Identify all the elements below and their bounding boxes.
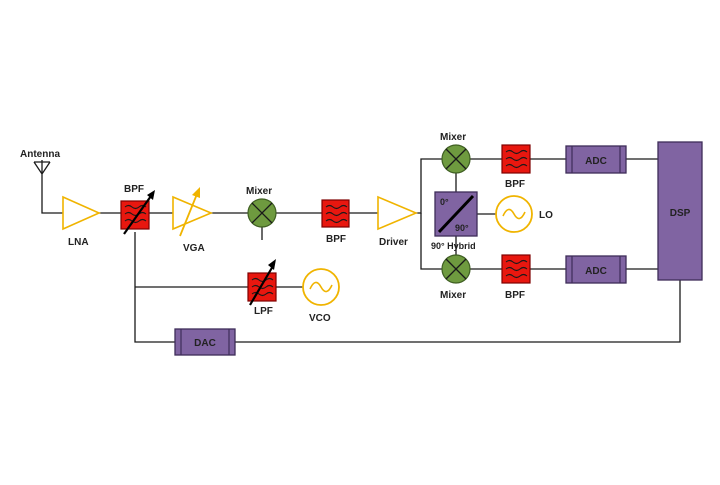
wire-driver-mixer-q [420,213,442,270]
mixer-i-label: Mixer [440,132,466,143]
lna-amplifier-icon [62,195,101,231]
dsp-label: DSP [670,208,691,219]
mixer-i-icon [441,144,471,174]
bpf-i-label: BPF [505,179,525,190]
wire-driver-mixer-i [416,158,442,214]
mixer-q-icon [441,254,471,284]
vga-label: VGA [183,243,205,254]
wire-antenna-lna [41,178,63,214]
hybrid-coupler-icon [434,191,478,237]
adc-i-block [565,145,627,174]
lo-label: LO [539,210,553,221]
antenna-icon [33,160,51,178]
hybrid-0-label: 0° [440,197,449,207]
bpf-q-label: BPF [505,290,525,301]
vga-amplifier-icon [172,187,214,237]
antenna-label: Antenna [20,149,60,160]
lpf-label: LPF [254,306,273,317]
hybrid-label: 90° Hybrid [431,241,476,251]
lna-label: LNA [68,237,89,248]
dsp-block [657,141,703,281]
mixer-q-label: Mixer [440,290,466,301]
driver-label: Driver [379,237,408,248]
lpf-tunable-icon [247,259,277,306]
dac-label: DAC [194,338,216,349]
bpf-mid-icon [321,199,350,228]
driver-amplifier-icon [377,195,419,231]
tunable-bpf-label: BPF [124,184,144,195]
adc-i-label: ADC [585,156,607,167]
vco-oscillator-icon [302,268,340,306]
bpf-q-icon [501,254,531,284]
hybrid-90-label: 90° [455,223,469,233]
tunable-bpf-icon [120,190,155,235]
lo-oscillator-icon [495,195,533,233]
dac-block [174,328,236,356]
mixer-main-icon [247,198,277,228]
adc-q-label: ADC [585,266,607,277]
wire-control-trunk [134,232,175,343]
mixer-main-label: Mixer [246,186,272,197]
wire-dac-dsp [235,280,681,343]
vco-label: VCO [309,313,331,324]
adc-q-block [565,255,627,284]
bpf-mid-label: BPF [326,234,346,245]
wires [41,158,681,343]
bpf-i-icon [501,144,531,174]
